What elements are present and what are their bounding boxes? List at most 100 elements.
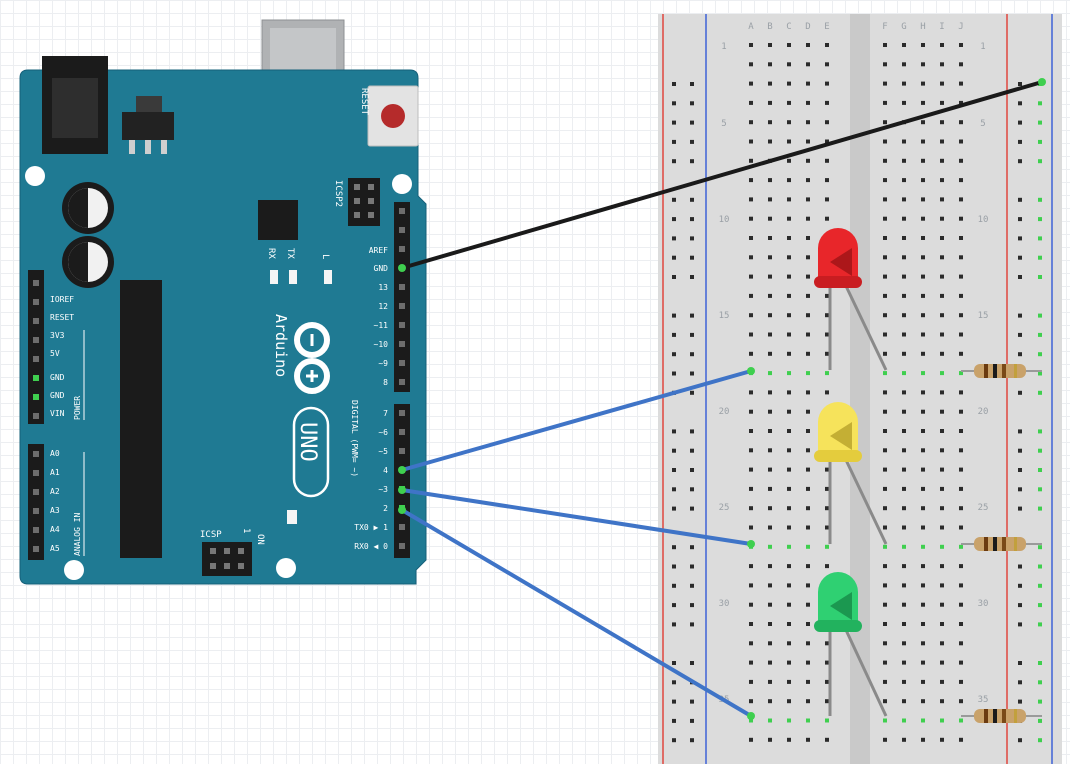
breadboard-hole	[902, 622, 906, 626]
breadboard-hole	[787, 641, 791, 646]
breadboard-hole	[768, 43, 772, 47]
breadboard-hole	[825, 486, 829, 491]
breadboard-hole	[940, 660, 944, 665]
icsp-header	[202, 542, 252, 576]
analog-pin-label-a2: A2	[50, 487, 60, 496]
rail-hole	[672, 371, 676, 376]
rail-hole	[690, 699, 694, 704]
rail-hole	[672, 622, 676, 627]
breadboard-hole	[787, 120, 791, 125]
rx-led	[270, 270, 278, 284]
breadboard-hole	[959, 236, 963, 240]
model-label: UNO	[295, 422, 320, 462]
capacitor	[62, 182, 114, 234]
row-number: 20	[719, 407, 730, 417]
breadboard-hole	[883, 100, 887, 105]
breadboard-hole	[825, 564, 829, 569]
breadboard-hole	[883, 236, 887, 240]
breadboard-hole	[959, 351, 963, 356]
breadboard-hole	[902, 81, 906, 86]
header-pin	[33, 451, 39, 457]
breadboard-hole	[749, 332, 753, 337]
breadboard-hole	[749, 467, 753, 472]
breadboard-hole	[902, 351, 906, 356]
breadboard-hole	[806, 139, 810, 144]
breadboard-hole	[940, 602, 944, 607]
analog-header-pins	[33, 451, 39, 552]
breadboard-hole	[902, 429, 906, 433]
breadboard-hole	[787, 429, 791, 433]
rail-hole	[1038, 120, 1042, 125]
breadboard-hole	[825, 120, 829, 125]
breadboard-hole	[768, 737, 772, 742]
breadboard-hole	[768, 525, 772, 530]
breadboard-hole	[787, 544, 791, 549]
breadboard-hole	[768, 62, 772, 67]
breadboard-hole	[787, 737, 791, 742]
digital-pin-label-8: 8	[383, 378, 388, 387]
breadboard-hole	[768, 100, 772, 105]
rail-hole	[1038, 275, 1042, 279]
power-header-labels: IOREF RESET 3V3 5V GND GND VIN	[50, 295, 74, 418]
wire-pin2-to-row[interactable]	[400, 508, 753, 718]
breadboard-hole	[940, 448, 944, 453]
rail-hole	[1038, 680, 1042, 685]
wire-pin3-to-row[interactable]	[400, 488, 753, 546]
breadboard-hole	[959, 525, 963, 530]
led-yellow[interactable]	[814, 402, 888, 545]
digital-pin-label-9: ~9	[378, 359, 388, 368]
breadboard-hole	[768, 81, 772, 86]
breadboard-hole	[787, 699, 791, 704]
breadboard-hole	[883, 62, 887, 67]
breadboard-hole	[768, 351, 772, 356]
resistor[interactable]	[961, 537, 1042, 551]
rail-hole	[1018, 139, 1022, 144]
icsp-pin-number: 1	[241, 528, 251, 533]
analog-pin-label-a3: A3	[50, 506, 60, 515]
breadboard-hole	[806, 679, 810, 684]
breadboard-hole	[749, 448, 753, 453]
col-letter-j: J	[958, 22, 963, 32]
breadboard-hole	[940, 139, 944, 144]
rail-hole	[1018, 159, 1022, 164]
breadboard-hole	[959, 390, 963, 395]
rail-hole	[1018, 738, 1022, 743]
rail-hole	[1038, 738, 1042, 743]
wire-gnd-to-rail[interactable]	[400, 80, 1044, 270]
rail-hole	[690, 468, 694, 472]
rail-hole	[690, 506, 694, 511]
breadboard-hole	[902, 583, 906, 588]
breadboard-hole	[749, 660, 753, 665]
breadboard-hole	[806, 332, 810, 337]
breadboard-hole	[959, 255, 963, 260]
breadboard-hole	[825, 158, 829, 163]
rail-hole	[672, 217, 676, 222]
rail-hole	[1038, 603, 1042, 608]
breadboard-hole	[768, 679, 772, 684]
breadboard-hole	[825, 390, 829, 395]
breadboard-hole	[768, 448, 772, 453]
rail-hole	[672, 313, 676, 318]
breadboard-hole	[883, 660, 887, 665]
breadboard-hole	[959, 332, 963, 337]
breadboard-hole	[749, 313, 753, 318]
breadboard-hole	[940, 371, 944, 376]
breadboard-hole	[825, 293, 829, 298]
digital-section-label: DIGITAL (PWM= ~)	[350, 400, 359, 477]
breadboard-hole	[768, 255, 772, 260]
breadboard-hole	[902, 332, 906, 337]
breadboard-hole	[749, 718, 753, 723]
breadboard-hole	[921, 255, 925, 260]
reset-button[interactable]	[381, 104, 405, 128]
led-green[interactable]	[814, 572, 888, 717]
breadboard-hole	[787, 100, 791, 105]
resistor[interactable]	[961, 364, 1042, 378]
breadboard-hole	[921, 216, 925, 221]
breadboard-hole	[749, 486, 753, 491]
resistor[interactable]	[961, 709, 1042, 723]
breadboard-hole	[806, 429, 810, 433]
breadboard-hole	[806, 197, 810, 202]
wire-pin4-to-row[interactable]	[400, 369, 753, 472]
led-red[interactable]	[814, 228, 888, 371]
breadboard-hole	[883, 544, 887, 549]
